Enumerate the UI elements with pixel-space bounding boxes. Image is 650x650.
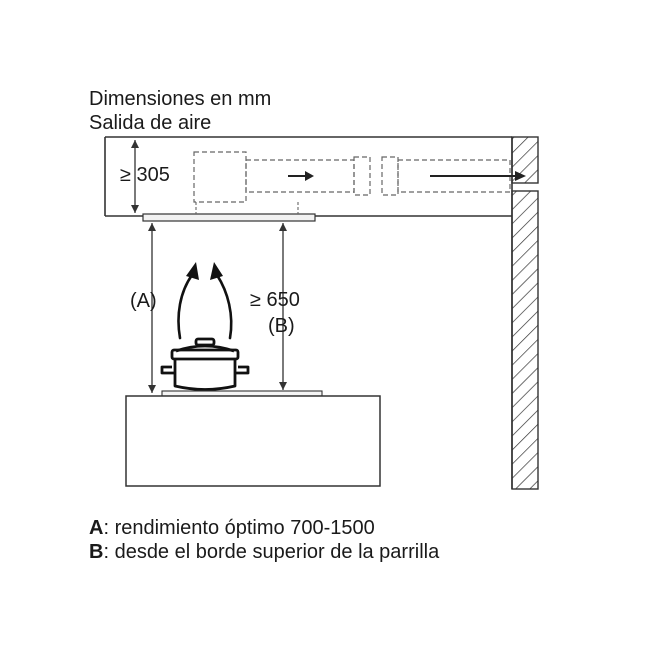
kitchen-cabinet	[125, 395, 381, 487]
hob-gap-label: ≥ 650	[250, 289, 300, 311]
dimension-b-line	[279, 223, 287, 390]
units-caption: Dimensiones en mm	[89, 88, 272, 110]
hood-panel	[142, 202, 316, 222]
steam-arrows	[177, 273, 233, 340]
legend-item-a: A: rendimiento óptimo 700-1500	[89, 517, 375, 540]
wall	[511, 136, 539, 490]
legend-key: B	[89, 541, 104, 563]
dimension-b-label: (B)	[268, 315, 295, 337]
legend-key: A	[89, 517, 104, 539]
ceiling-depth-label: ≥ 305	[120, 164, 170, 186]
steam-arrow-left-head	[186, 262, 199, 280]
air-duct	[193, 151, 511, 203]
legend-text: : rendimiento óptimo 700-1500	[103, 517, 375, 539]
dimension-a-label: (A)	[130, 290, 157, 312]
cooking-pot	[160, 337, 250, 391]
ceiling-depth-dimension	[131, 140, 139, 213]
legend-item-b: B: desde el borde superior de la parrill…	[89, 541, 439, 564]
air-outlet-caption: Salida de aire	[89, 112, 212, 134]
dimension-a-line	[148, 223, 156, 393]
legend-text: : desde el borde superior de la parrilla	[103, 541, 440, 563]
duct-airflow-arrows	[288, 171, 526, 181]
steam-arrow-right-head	[210, 262, 223, 280]
